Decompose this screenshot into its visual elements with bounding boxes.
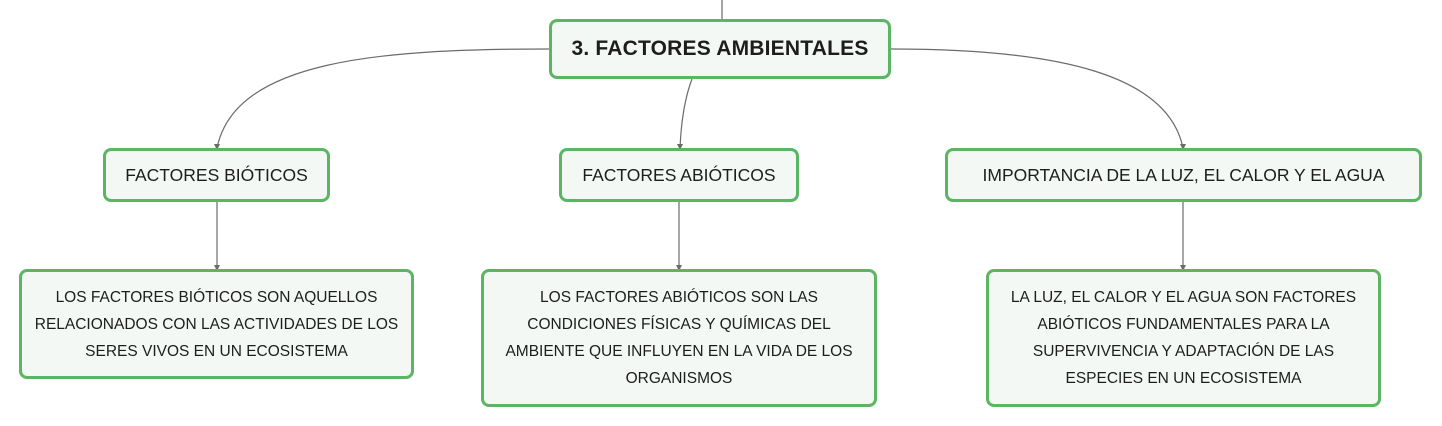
detail-node-text: LOS FACTORES ABIÓTICOS SON LAS CONDICION… <box>505 289 853 387</box>
root-node[interactable]: 3. FACTORES AMBIENTALES <box>549 19 891 79</box>
arrowhead-bioticos <box>214 144 220 150</box>
detail-node-importancia[interactable]: LA LUZ, EL CALOR Y EL AGUA SON FACTORES … <box>986 269 1381 407</box>
arrowhead-importancia <box>1180 144 1186 150</box>
topic-node-importancia[interactable]: IMPORTANCIA DE LA LUZ, EL CALOR Y EL AGU… <box>945 148 1422 202</box>
topic-node-label: FACTORES BIÓTICOS <box>125 164 308 185</box>
connector-root-abioticos <box>679 78 693 149</box>
detail-node-bioticos[interactable]: LOS FACTORES BIÓTICOS SON AQUELLOS RELAC… <box>19 269 414 379</box>
arrowhead-abioticos <box>677 144 683 150</box>
arrowhead-importancia-detail <box>1180 265 1186 271</box>
arrowhead-abioticos-detail <box>676 265 682 271</box>
detail-node-abioticos[interactable]: LOS FACTORES ABIÓTICOS SON LAS CONDICION… <box>481 269 877 407</box>
topic-node-label: FACTORES ABIÓTICOS <box>582 164 776 185</box>
topic-node-label: IMPORTANCIA DE LA LUZ, EL CALOR Y EL AGU… <box>982 164 1385 185</box>
topic-node-bioticos[interactable]: FACTORES BIÓTICOS <box>103 148 330 202</box>
detail-node-text: LA LUZ, EL CALOR Y EL AGUA SON FACTORES … <box>1010 289 1357 387</box>
detail-node-text: LOS FACTORES BIÓTICOS SON AQUELLOS RELAC… <box>34 288 399 360</box>
topic-node-abioticos[interactable]: FACTORES ABIÓTICOS <box>559 148 799 202</box>
root-node-label: 3. FACTORES AMBIENTALES <box>571 37 869 60</box>
connector-root-importancia <box>890 48 1184 149</box>
arrowhead-bioticos-detail <box>214 265 220 271</box>
connector-root-bioticos <box>216 48 550 149</box>
